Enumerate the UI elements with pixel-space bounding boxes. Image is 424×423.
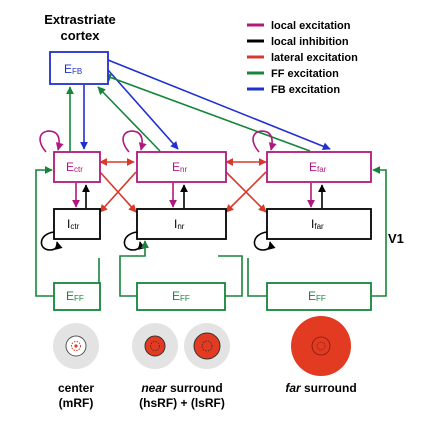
node-base: E bbox=[172, 289, 180, 303]
svg-text:EFF: EFF bbox=[308, 289, 326, 303]
node-sub: far bbox=[314, 222, 324, 231]
node-sub: nr bbox=[180, 165, 187, 174]
i-ctr-node: Ictr bbox=[53, 208, 101, 240]
legend-item-local-inhibition: local inhibition bbox=[247, 36, 349, 48]
caption-far-line-1: far surround bbox=[285, 381, 356, 395]
caption-near-line-2: (hsRF) + (lsRF) bbox=[139, 396, 225, 410]
node-sub: far bbox=[317, 165, 327, 174]
caption-far-rest: surround bbox=[301, 381, 357, 395]
svg-text:Ictr: Ictr bbox=[67, 217, 80, 231]
legend-item-lateral-excitation: lateral excitation bbox=[247, 52, 358, 64]
caption-near-emph: near bbox=[141, 381, 168, 395]
efb-node: EFB bbox=[49, 51, 109, 85]
caption-near-rest: surround bbox=[167, 381, 223, 395]
legend-label: FF excitation bbox=[271, 68, 339, 80]
fb-connections bbox=[80, 59, 331, 151]
svg-text:Ifar: Ifar bbox=[311, 217, 324, 231]
i-far-node: Ifar bbox=[266, 208, 372, 240]
legend-item-fb-excitation: FB excitation bbox=[247, 84, 340, 96]
v1-label: V1 bbox=[388, 231, 404, 246]
near-surround-stimulus-icon-1 bbox=[132, 323, 178, 369]
center-stimulus-icon bbox=[53, 323, 99, 369]
svg-text:Ectr: Ectr bbox=[66, 160, 83, 174]
node-base: I bbox=[311, 217, 314, 231]
legend-label: lateral excitation bbox=[271, 52, 358, 64]
node-base: I bbox=[174, 217, 177, 231]
node-sub: nr bbox=[177, 222, 184, 231]
node-sub: FF bbox=[180, 294, 190, 303]
eff-ctr-node: EFF bbox=[53, 282, 101, 311]
caption-center-line-2: (mRF) bbox=[59, 396, 94, 410]
legend: local excitation local inhibition latera… bbox=[247, 20, 358, 96]
svg-text:EFF: EFF bbox=[172, 289, 190, 303]
node-base: E bbox=[308, 289, 316, 303]
node-sub: FF bbox=[316, 294, 326, 303]
node-sub: FF bbox=[74, 294, 84, 303]
lateral-connections bbox=[99, 158, 267, 213]
node-base: E bbox=[66, 160, 74, 174]
i-self-loops bbox=[40, 231, 276, 251]
caption-center-line-1: center bbox=[58, 381, 94, 395]
node-base: E bbox=[172, 160, 180, 174]
e-nr-node: Enr bbox=[136, 151, 227, 183]
local-connections bbox=[72, 183, 326, 208]
ff-to-efb-connections bbox=[66, 73, 311, 152]
svg-text:EFF: EFF bbox=[66, 289, 84, 303]
node-base: E bbox=[66, 289, 74, 303]
node-base: I bbox=[67, 217, 70, 231]
caption-far-emph: far bbox=[285, 381, 302, 395]
caption-near-line-1: near surround bbox=[141, 381, 222, 395]
title-line-2: cortex bbox=[60, 28, 100, 43]
legend-label: local inhibition bbox=[271, 36, 349, 48]
node-base: E bbox=[309, 160, 317, 174]
ff-feed-connections bbox=[35, 166, 387, 297]
legend-item-local-excitation: local excitation bbox=[247, 20, 351, 32]
title-line-1: Extrastriate bbox=[44, 12, 116, 27]
eff-nr-node: EFF bbox=[136, 282, 226, 311]
legend-label: FB excitation bbox=[271, 84, 340, 96]
far-surround-stimulus-icon bbox=[291, 316, 351, 376]
node-sub: ctr bbox=[70, 222, 79, 231]
legend-item-ff-excitation: FF excitation bbox=[247, 68, 339, 80]
e-ctr-node: Ectr bbox=[53, 151, 101, 183]
node-sub: FB bbox=[72, 67, 82, 76]
svg-text:Efar: Efar bbox=[309, 160, 327, 174]
eff-far-node: EFF bbox=[266, 282, 372, 311]
svg-text:Enr: Enr bbox=[172, 160, 187, 174]
e-far-node: Efar bbox=[266, 151, 372, 183]
e-self-loops bbox=[39, 130, 277, 153]
node-sub: ctr bbox=[74, 165, 83, 174]
node-base: E bbox=[64, 62, 72, 76]
near-surround-stimulus-icon-2 bbox=[184, 323, 230, 369]
svg-text:Inr: Inr bbox=[174, 217, 185, 231]
i-nr-node: Inr bbox=[136, 208, 227, 240]
svg-text:EFB: EFB bbox=[64, 62, 82, 76]
legend-label: local excitation bbox=[271, 20, 351, 32]
